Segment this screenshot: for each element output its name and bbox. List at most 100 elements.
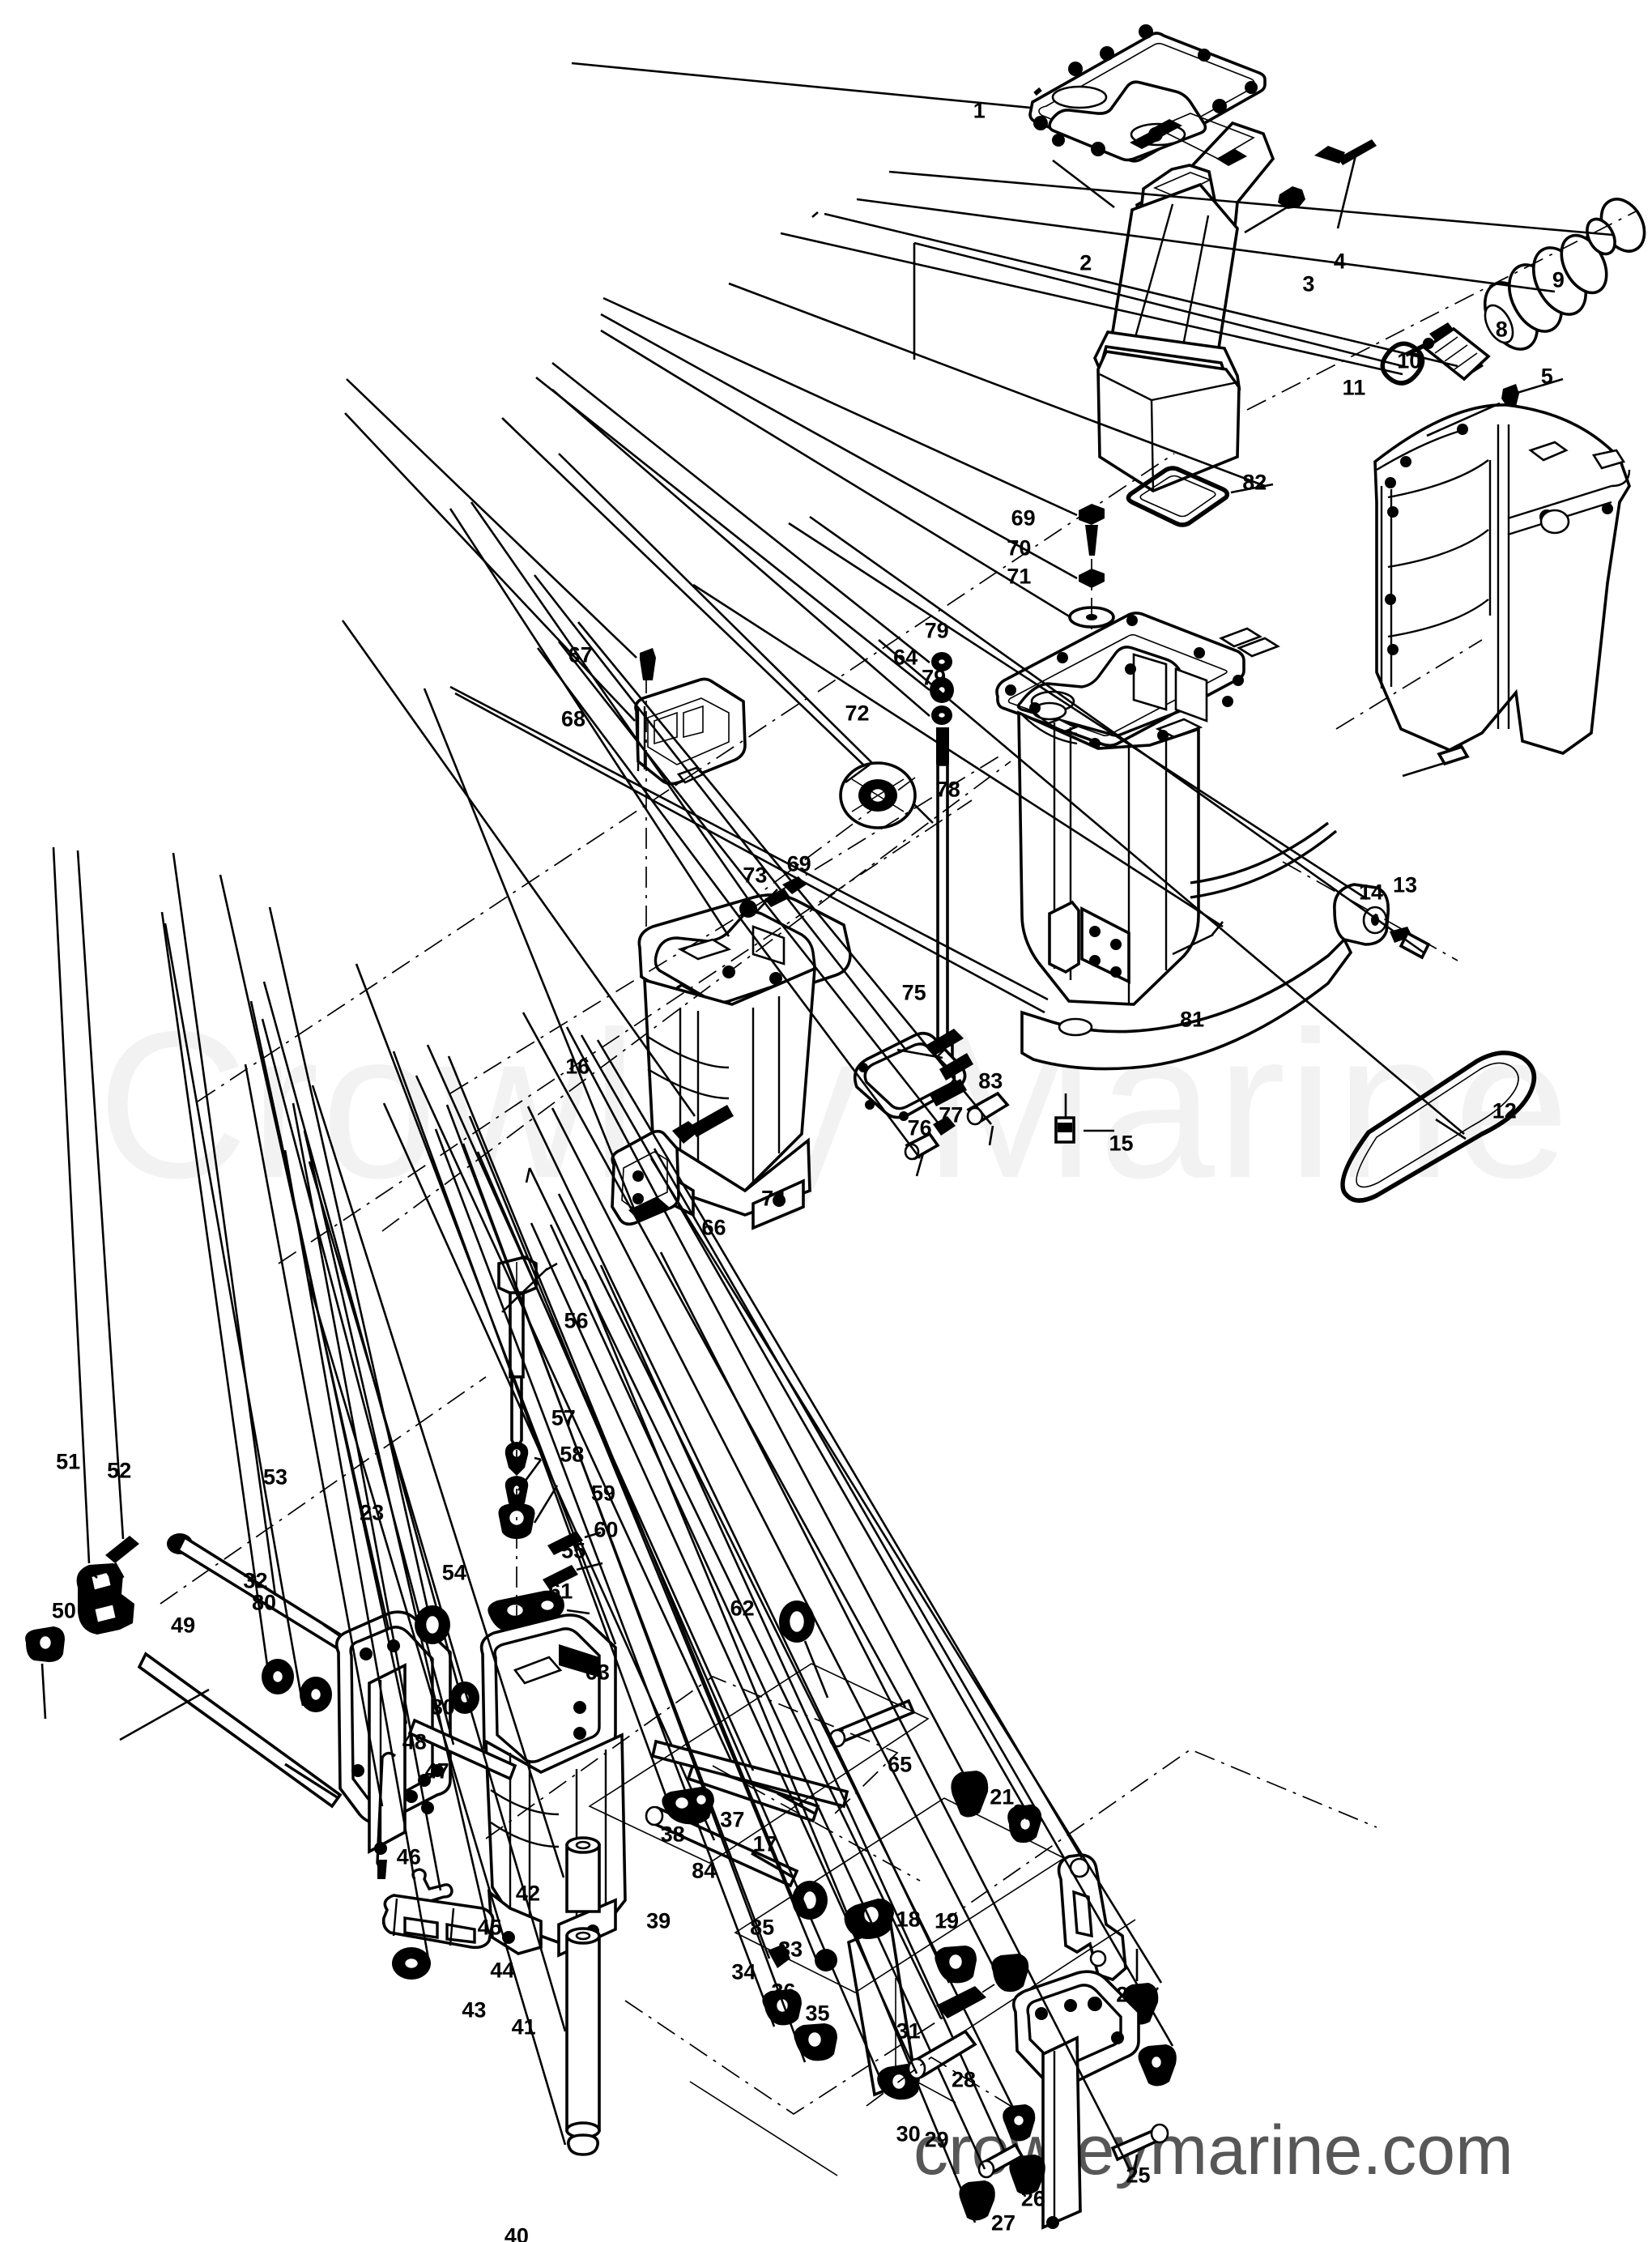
callout-inner-exhaust-housing: 2 xyxy=(1079,250,1092,275)
spring-clip-part-45 xyxy=(292,1102,453,1903)
callout-bushing: 80 xyxy=(251,1590,276,1615)
clamp-pad-part-31 xyxy=(525,1167,986,2019)
screw-part-4 xyxy=(1314,139,1377,229)
callout-bolt: 25 xyxy=(1126,2163,1151,2188)
callout-spring-clip: 45 xyxy=(477,1915,502,1940)
callout-exhaust-housing: 74 xyxy=(761,1186,786,1211)
callout-friction-pad: 44 xyxy=(490,1958,515,1983)
bushing-part-54-left xyxy=(268,906,450,1644)
screw-part-29 xyxy=(549,1224,1024,2179)
callout-rod: 47 xyxy=(424,1758,449,1784)
bushing-part-80b xyxy=(262,981,479,1714)
callout-bushing: 24 xyxy=(1116,1982,1141,2007)
watermark-center: Crowley Marine xyxy=(97,987,1572,1221)
bushing-part-9 xyxy=(888,170,1646,256)
callout-bushing: 17 xyxy=(752,1831,777,1856)
drain-plug-part-15 xyxy=(1054,1093,1114,1144)
swivel-bracket-part-63 xyxy=(355,963,627,1958)
callout-bolt: 65 xyxy=(888,1752,913,1777)
nut-part-27 xyxy=(583,1279,995,2223)
screw-part-67 xyxy=(346,378,656,680)
callout-washer: 21 xyxy=(990,1784,1015,1809)
washer-part-43 xyxy=(283,1149,431,1980)
screw-part-76 xyxy=(536,647,940,1177)
callout-bushing: 64 xyxy=(893,645,918,670)
callout-washer: 43 xyxy=(462,1997,487,2022)
callout-rod: 84 xyxy=(692,1858,717,1883)
callout-bushing: 54 xyxy=(441,1560,466,1585)
bushing-part-83 xyxy=(577,621,1010,1146)
cover-plate-part-75 xyxy=(533,574,973,1121)
callout-pin: 52 xyxy=(107,1458,132,1482)
callout-anode: 66 xyxy=(701,1215,726,1240)
callout-bushing: 83 xyxy=(978,1068,1003,1093)
plug-part-5 xyxy=(1501,377,1564,408)
callout-swivel-pin: 38 xyxy=(660,1822,685,1847)
exhaust-housing-part-74 xyxy=(449,612,1353,1071)
callout-lower-skeg-plate: 81 xyxy=(1180,1007,1205,1032)
grommet-part-8 xyxy=(856,198,1608,351)
callout-gasket: 82 xyxy=(1242,470,1267,495)
callout-bushing: 30 xyxy=(896,2121,921,2146)
screw-part-69 xyxy=(602,296,1105,556)
spring-part-10 xyxy=(811,211,1491,381)
lower-motor-cover-part-6 xyxy=(1373,402,1631,755)
bolt-part-25 xyxy=(659,1251,1169,2178)
long-bolt-part-53 xyxy=(167,852,368,1664)
callout-cover-plate: 75 xyxy=(901,980,926,1005)
bushing-part-32 xyxy=(160,911,294,1694)
callout-washer: 79 xyxy=(922,665,947,690)
gasket-part-82 xyxy=(728,282,1274,527)
callout-screw: 16 xyxy=(565,1054,590,1079)
callout-screw: 29 xyxy=(924,2127,949,2152)
washer-part-19 xyxy=(551,1107,1029,1993)
screw-part-16 xyxy=(341,620,734,1144)
pin-part-7 xyxy=(1402,744,1470,778)
bushing-part-62 xyxy=(779,1601,829,1699)
washer-part-28 xyxy=(557,1193,1036,2142)
callout-clip: 11 xyxy=(1342,375,1366,400)
washer-part-3 xyxy=(1244,186,1305,234)
swivel-shaft-part-41 xyxy=(308,1161,601,2139)
callout-tie-rod: 49 xyxy=(171,1613,196,1638)
callout-washer: 28 xyxy=(951,2067,977,2092)
callout-rubber-seal: 12 xyxy=(1492,1098,1517,1123)
callout-nut: 18 xyxy=(896,1907,921,1932)
callout-nut: 33 xyxy=(778,1937,803,1962)
callout-screw: 67 xyxy=(568,642,593,667)
callout-bushing: 36 xyxy=(771,1979,796,2004)
skeg-plate-part-81 xyxy=(692,583,1338,956)
callout-bushing: 32 xyxy=(243,1568,268,1593)
callout-screw: 4 xyxy=(1333,249,1346,274)
callout-washer: 34 xyxy=(731,1959,756,1984)
callout-grommet: 8 xyxy=(1495,317,1508,342)
bolt-part-65 xyxy=(522,1012,916,1748)
inner-exhaust-housing-part-2 xyxy=(1052,113,1275,493)
washer-part-77 xyxy=(557,641,956,1136)
tie-rod-part-49 xyxy=(119,1652,343,1809)
callout-bushing: 20 xyxy=(958,1769,983,1794)
callout-shift-rod: 78 xyxy=(935,777,960,802)
callout-swivel-bracket: 63 xyxy=(585,1660,610,1685)
callout-rod: 37 xyxy=(720,1807,745,1832)
washer-part-58 xyxy=(498,1485,559,1539)
callout-exhaust-housing-gasket: 1 xyxy=(973,98,986,123)
callout-nut: 27 xyxy=(991,2210,1016,2236)
callout-tilt-rod: 39 xyxy=(646,1908,671,1933)
callout-spring: 61 xyxy=(548,1579,573,1604)
callout-bushing: 42 xyxy=(515,1881,540,1906)
steering-arm-part-51 xyxy=(52,846,134,1635)
washer-part-50 xyxy=(25,1626,65,1720)
callout-swivel-shaft: 41 xyxy=(511,2014,536,2040)
shock-absorber-part-35 xyxy=(476,1151,920,2100)
callout-lock-washer: 26 xyxy=(1020,2186,1045,2211)
callout-screw: 69 xyxy=(1011,505,1036,531)
callout-plug: 5 xyxy=(1540,364,1553,389)
callout-rubber-mount: 72 xyxy=(845,701,870,726)
lever-part-22 xyxy=(596,1039,1127,1982)
callout-spring: 10 xyxy=(1397,348,1422,373)
callout-bolt: 48 xyxy=(402,1729,427,1754)
callout-washer: 58 xyxy=(560,1442,585,1467)
